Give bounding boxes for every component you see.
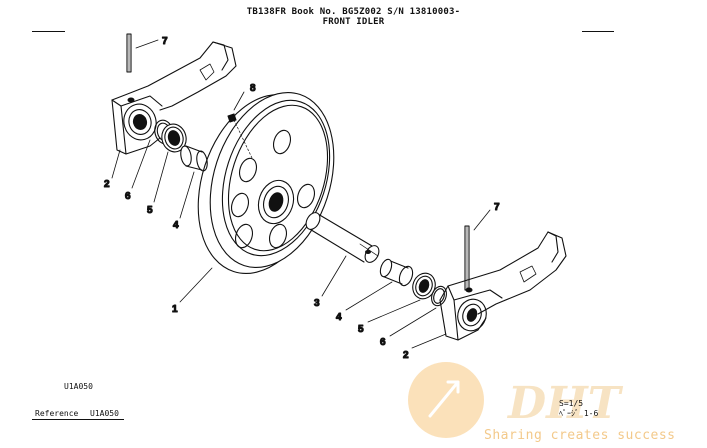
bushing-part-4-lower bbox=[379, 258, 414, 287]
callout-4-upper: 4 bbox=[173, 220, 179, 231]
dht-watermark-logo: DHT bbox=[408, 362, 624, 438]
floating-seal-part-5-lower bbox=[412, 272, 436, 300]
leader-lines bbox=[111, 39, 491, 349]
bushing-part-4-upper bbox=[180, 145, 208, 172]
callout-2-lower: 2 bbox=[403, 350, 409, 361]
reference-underline bbox=[32, 419, 124, 420]
callout-7-upper: 7 bbox=[162, 36, 168, 47]
callout-7-lower: 7 bbox=[494, 202, 500, 213]
callout-8: 8 bbox=[250, 83, 256, 94]
plug-part-8 bbox=[227, 113, 253, 159]
callout-2-upper: 2 bbox=[104, 179, 110, 190]
header-rule-right bbox=[582, 31, 614, 32]
reference-label: Reference bbox=[35, 409, 79, 418]
shaft-part-3 bbox=[305, 212, 380, 263]
callout-6-lower: 6 bbox=[380, 337, 386, 348]
bracket-part-2-lower bbox=[439, 231, 567, 341]
svg-text:DHT: DHT bbox=[506, 378, 624, 429]
callout-3: 3 bbox=[314, 298, 320, 309]
model-book-serial-header: TB138FR Book No. BG5Z002 S/N 13810003- bbox=[246, 7, 461, 17]
header-rule-left bbox=[32, 31, 65, 32]
reference-code: U1A050 bbox=[90, 409, 119, 418]
figure-code: U1A050 bbox=[64, 382, 93, 391]
callout-6-upper: 6 bbox=[125, 191, 131, 202]
scale-note: S=1/5 bbox=[559, 399, 584, 408]
page-reference: ﾍﾟｰｼﾞ 1-6 bbox=[559, 409, 599, 418]
assembly-title: FRONT IDLER bbox=[322, 17, 385, 27]
callout-5-lower: 5 bbox=[358, 324, 364, 335]
callout-4-lower: 4 bbox=[336, 312, 342, 323]
watermark-slogan: Sharing creates success bbox=[484, 428, 676, 443]
o-ring-part-6-lower bbox=[431, 285, 447, 307]
bracket-part-2-upper bbox=[111, 41, 237, 155]
callout-1: 1 bbox=[172, 304, 178, 315]
idler-wheel-part-1 bbox=[197, 91, 335, 274]
floating-seal-part-5-upper bbox=[161, 123, 187, 153]
callout-5-upper: 5 bbox=[147, 205, 153, 216]
pin-part-7-upper bbox=[126, 33, 132, 73]
